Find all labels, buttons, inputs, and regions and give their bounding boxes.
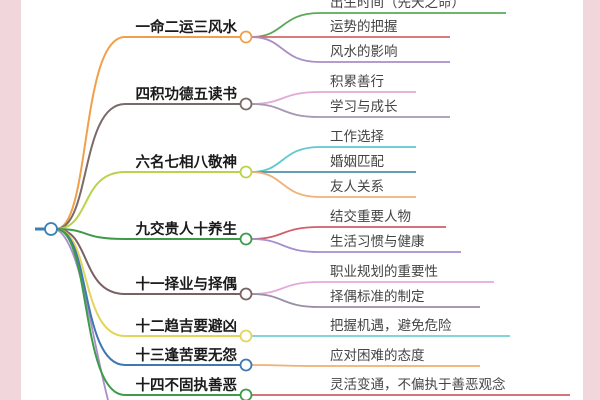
branch-label: 十一择业与择偶 [136, 275, 238, 293]
branch-connector [55, 228, 241, 295]
leaf-connector [250, 226, 446, 240]
left-border [0, 0, 21, 400]
leaf-connector [250, 36, 450, 63]
leaf-label: 学习与成长 [330, 99, 398, 115]
branch-node-icon [239, 329, 253, 343]
branch-connector [55, 228, 241, 396]
branch-node-icon [239, 97, 253, 111]
leaf-connector [250, 171, 416, 198]
leaf-label: 职业规划的重要性 [330, 264, 438, 280]
leaf-label: 择偶标准的制定 [330, 289, 425, 305]
leaf-label: 积累善行 [330, 74, 384, 90]
leaf-connector [250, 12, 506, 38]
branch-label: 六名七相八敬神 [136, 153, 238, 171]
branch-label: 十四不固执善恶 [136, 376, 238, 394]
branch-connector [55, 36, 241, 230]
right-border [583, 0, 600, 400]
branch-label: 十三逢苦要无怨 [136, 346, 238, 364]
leaf-label: 应对困难的态度 [330, 347, 425, 364]
root-node-icon [44, 222, 58, 236]
leaf-label: 工作选择 [330, 129, 384, 145]
branch-connector [55, 228, 241, 240]
leaf-connector [250, 103, 450, 118]
leaf-label: 出生时间（先天之命） [330, 0, 465, 11]
leaf-connector [250, 281, 494, 295]
branch-node-icon [239, 388, 253, 400]
leaf-connector [250, 91, 416, 105]
branch-label: 十二趋吉要避凶 [136, 317, 238, 335]
branch-node-icon [239, 165, 253, 179]
leaf-connector [250, 293, 480, 308]
leaf-connector [250, 238, 461, 253]
branch-connector-offscreen [55, 228, 109, 400]
leaf-label: 风水的影响 [330, 44, 398, 60]
branch-node-icon [239, 232, 253, 246]
branch-connector [55, 171, 241, 230]
branch-label: 一命二运三风水 [136, 18, 238, 36]
leaf-label: 生活习惯与健康 [330, 233, 425, 250]
leaf-connector [250, 364, 480, 367]
leaf-label: 把握机遇，避免危险 [330, 318, 452, 334]
leaf-label: 友人关系 [330, 179, 384, 195]
branch-label: 四积功德五读书 [136, 85, 238, 103]
branch-node-icon [239, 30, 253, 44]
leaf-label: 运势的把握 [330, 19, 398, 35]
leaf-label: 结交重要人物 [330, 208, 411, 225]
branch-node-icon [239, 287, 253, 301]
leaf-connector [250, 146, 416, 173]
branch-connector [55, 103, 241, 230]
leaf-label: 婚姻匹配 [330, 154, 384, 170]
leaf-label: 灵活变通，不偏执于善恶观念 [330, 376, 506, 393]
branch-node-icon [239, 358, 253, 372]
branch-label: 九交贵人十养生 [135, 220, 238, 238]
